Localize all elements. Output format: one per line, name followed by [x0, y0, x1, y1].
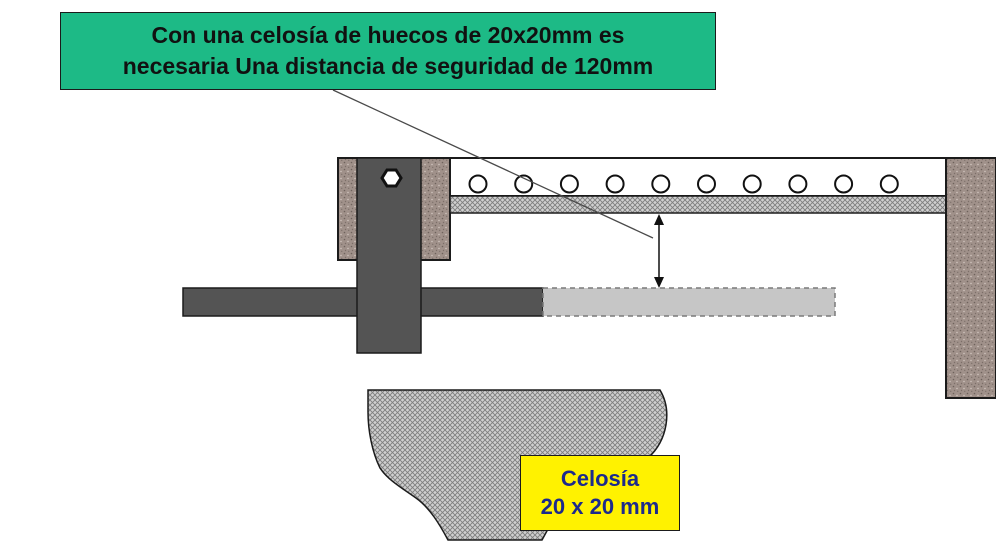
grid-label-line-2: 20 x 20 mm: [540, 494, 660, 519]
roller: [605, 174, 625, 194]
callout-leader-line: [332, 89, 654, 239]
roller: [834, 174, 854, 194]
hex-bolt: [380, 168, 403, 188]
roller: [468, 174, 488, 194]
safety-distance-callout: Con una celosía de huecos de 20x20mm es …: [60, 12, 716, 90]
roller: [788, 174, 808, 194]
grid-label: Celosía 20 x 20 mm: [520, 455, 680, 531]
roller: [559, 174, 579, 194]
guard-grid: [449, 195, 951, 214]
bar-extension-dashed: [542, 287, 836, 317]
grid-label-line-1: Celosía: [560, 466, 640, 491]
right-wall: [945, 157, 996, 399]
safety-distance-arrow: [654, 214, 664, 288]
callout-line-2: necesaria Una distancia de seguridad de …: [122, 53, 654, 79]
vertical-shaft: [356, 157, 422, 354]
callout-line-1: Con una celosía de huecos de 20x20mm es: [151, 22, 625, 48]
roller: [879, 174, 899, 194]
roller: [651, 174, 671, 194]
roller: [742, 174, 762, 194]
roller: [697, 174, 716, 194]
